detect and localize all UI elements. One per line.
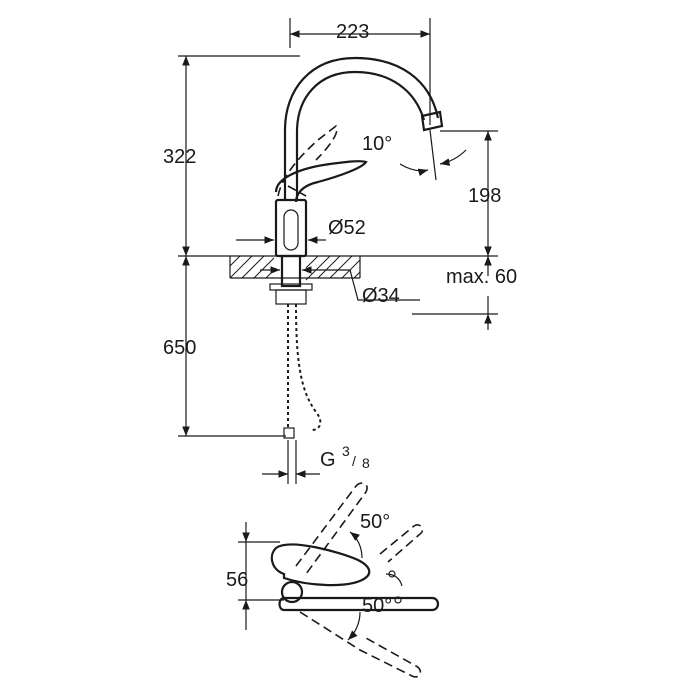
dimension-spout-reach: 223 xyxy=(289,18,431,125)
supply-hoses xyxy=(283,303,322,439)
label-650: 650 xyxy=(163,337,196,359)
label-50deg-down: 50° xyxy=(362,595,392,617)
dimension-spout-height: 198 xyxy=(440,130,501,256)
label-10deg: 10° xyxy=(362,133,392,155)
label-G-numerator: 3 xyxy=(342,443,350,459)
dimension-max-thickness: max. 60 xyxy=(412,256,517,330)
label-d34: Ø34 xyxy=(362,285,400,307)
label-G: G xyxy=(320,449,336,471)
label-d52: Ø52 xyxy=(328,217,366,239)
dimension-body-diameter: Ø52 xyxy=(236,217,366,244)
label-G-denominator: 8 xyxy=(362,455,370,471)
dimension-total-height: 322 xyxy=(163,55,300,256)
countertop-section xyxy=(178,254,498,305)
faucet-side-view: 10° xyxy=(274,56,467,258)
label-56: 56 xyxy=(226,569,248,591)
label-G-slash: / xyxy=(352,453,356,469)
label-198: 198 xyxy=(468,185,501,207)
dimension-connection-thread: G 3 / 8 xyxy=(262,440,370,484)
label-50deg-up: 50° xyxy=(360,511,390,533)
label-322: 322 xyxy=(163,146,196,168)
dimension-lever-height: 56 xyxy=(226,522,284,630)
label-223: 223 xyxy=(336,21,369,43)
label-max60: max. 60 xyxy=(446,266,517,288)
dimension-hose-length: 650 xyxy=(163,256,286,437)
faucet-top-view: 50° 50° xyxy=(270,482,440,678)
dimension-hole-diameter: Ø34 xyxy=(320,269,420,307)
